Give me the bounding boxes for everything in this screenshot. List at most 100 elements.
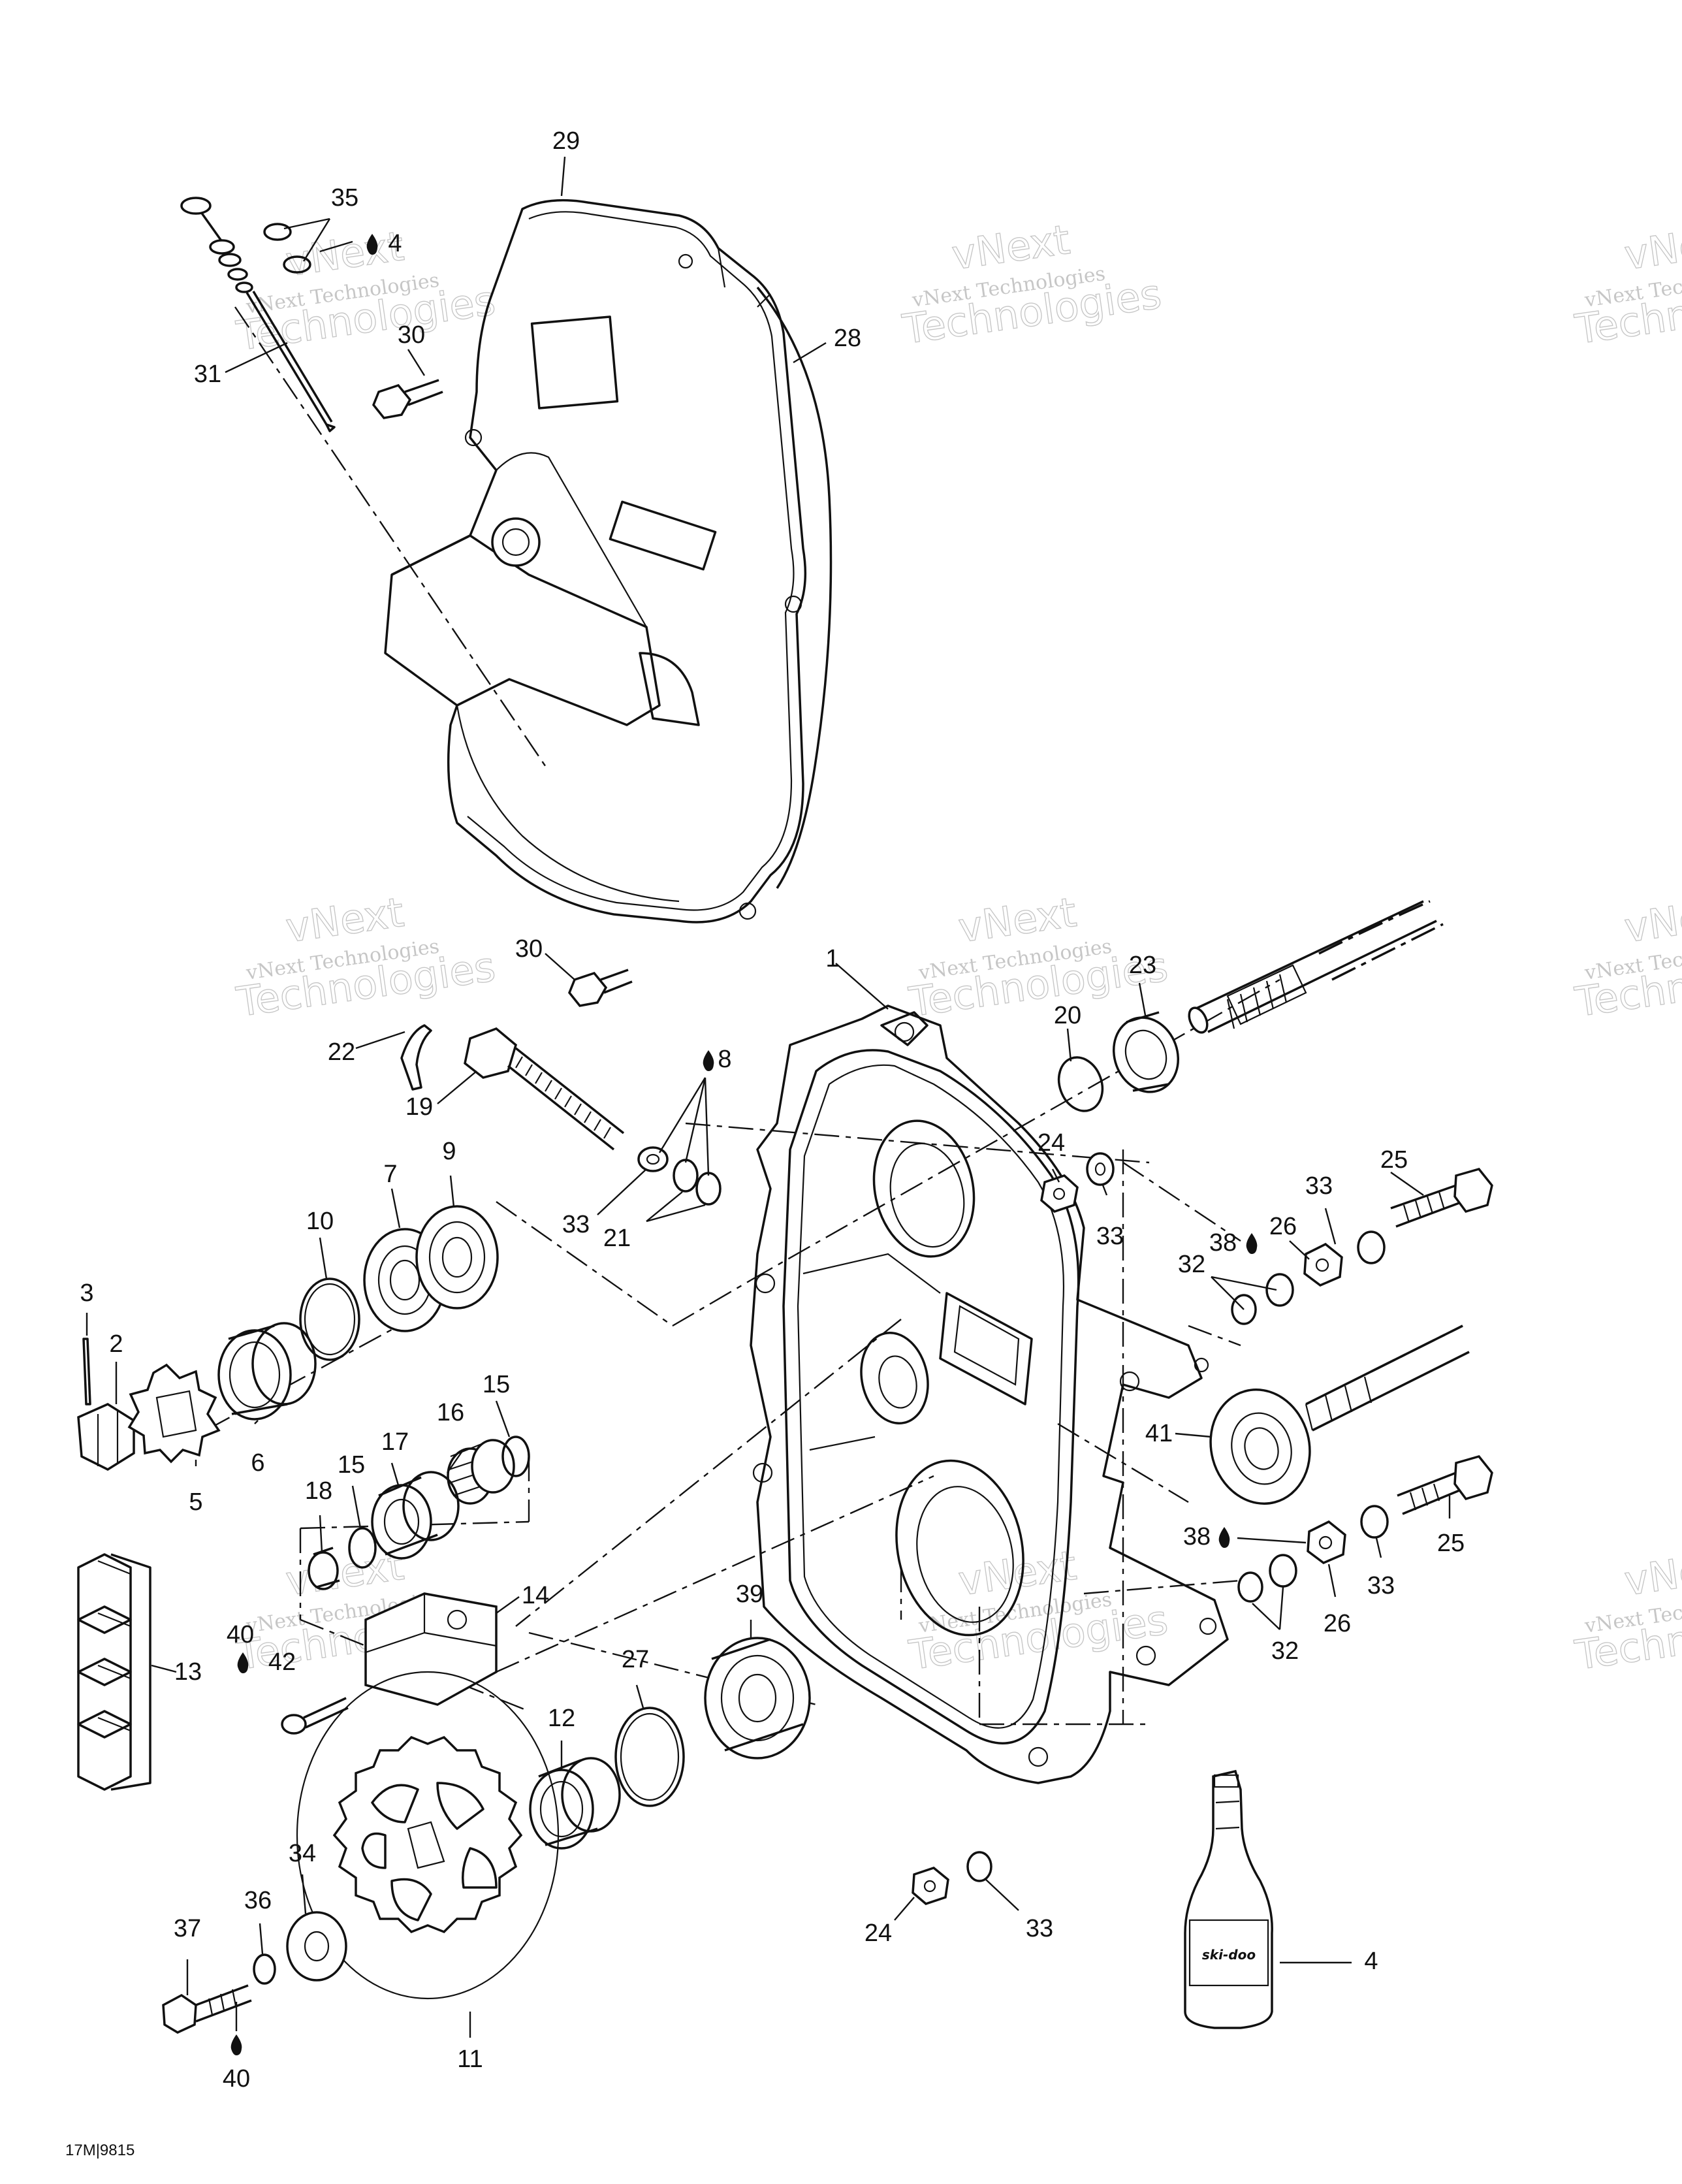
needle-bearing-16 bbox=[447, 1439, 515, 1505]
callout-2: 2 bbox=[109, 1330, 123, 1358]
oil-drop-icon bbox=[230, 2034, 242, 2055]
watermark: vNext vNext Technologies Technologies bbox=[233, 888, 499, 1027]
callout-40: 40 bbox=[223, 2065, 250, 2093]
callout-26: 26 bbox=[1324, 1610, 1351, 1637]
watermark-group: vNext vNext Technologies Technologies vN… bbox=[233, 215, 1682, 1680]
castle-nut-2 bbox=[77, 1403, 135, 1471]
callout-4: 4 bbox=[1364, 1948, 1378, 1975]
callout-34: 34 bbox=[289, 1840, 316, 1867]
callout-14: 14 bbox=[522, 1582, 549, 1609]
washer-32-d bbox=[1237, 1571, 1263, 1603]
callout-33: 33 bbox=[562, 1211, 590, 1238]
callout-9: 9 bbox=[442, 1138, 456, 1165]
chain-13 bbox=[77, 1553, 151, 1791]
callout-30: 30 bbox=[398, 321, 425, 349]
callout-33: 33 bbox=[1367, 1572, 1395, 1599]
washer-36 bbox=[253, 1953, 276, 1985]
tensioner-bolt-19 bbox=[464, 1027, 625, 1151]
callout-27: 27 bbox=[622, 1646, 649, 1673]
callout-35: 35 bbox=[331, 184, 358, 212]
nut-24-a bbox=[1040, 1174, 1079, 1213]
callout-33: 33 bbox=[1305, 1172, 1333, 1200]
callout-24: 24 bbox=[865, 1919, 892, 1947]
callout-3: 3 bbox=[80, 1279, 93, 1307]
dipstick bbox=[180, 197, 336, 432]
nut-26-a bbox=[1303, 1242, 1343, 1287]
callout-28: 28 bbox=[834, 325, 861, 352]
bolt-30-upper bbox=[372, 379, 443, 419]
callout-15: 15 bbox=[338, 1451, 365, 1479]
callout-29: 29 bbox=[552, 127, 580, 155]
callout-labels: 29 35 4 31 30 28 30 22 19 8 1 23 20 24 3… bbox=[80, 127, 1465, 2093]
washer-33-e bbox=[966, 1851, 992, 1882]
oil-drop-icon bbox=[1218, 1527, 1230, 1548]
washer-33-a bbox=[637, 1146, 669, 1172]
watermark: vNext vNext Technologies Technologies bbox=[1572, 215, 1682, 354]
oil-drop-markers bbox=[230, 234, 1258, 2055]
callout-25: 25 bbox=[1437, 1530, 1465, 1557]
callout-39: 39 bbox=[736, 1581, 763, 1608]
callout-16: 16 bbox=[437, 1399, 464, 1426]
nut-26-b bbox=[1307, 1520, 1346, 1565]
callout-7: 7 bbox=[383, 1161, 397, 1188]
bolt-25-b bbox=[1397, 1454, 1493, 1515]
callout-36: 36 bbox=[244, 1887, 272, 1914]
washer-33-c bbox=[1357, 1230, 1386, 1264]
washer-32-c bbox=[1269, 1554, 1297, 1588]
svg-text:vNext: vNext bbox=[1621, 1541, 1682, 1605]
lower-shaft bbox=[1305, 1325, 1470, 1432]
oil-drop-icon bbox=[366, 234, 378, 255]
callout-12: 12 bbox=[548, 1705, 575, 1732]
callout-8: 8 bbox=[718, 1046, 731, 1073]
circlip-10 bbox=[299, 1277, 360, 1361]
oil-bottle: ski-doo bbox=[1184, 1769, 1273, 2029]
assembly-axes bbox=[169, 306, 1280, 1973]
washer-32-a bbox=[1265, 1273, 1294, 1307]
bushing-18 bbox=[308, 1547, 340, 1590]
callout-17: 17 bbox=[381, 1428, 409, 1456]
ring-15-b bbox=[348, 1527, 377, 1569]
callout-23: 23 bbox=[1129, 952, 1156, 979]
callout-30: 30 bbox=[515, 935, 543, 963]
pin-3 bbox=[82, 1338, 91, 1405]
drawing-code: 17M|9815 bbox=[65, 2142, 135, 2159]
callout-11: 11 bbox=[457, 2046, 483, 2073]
svg-text:vNext: vNext bbox=[1621, 216, 1682, 279]
callout-32: 32 bbox=[1271, 1637, 1299, 1665]
callout-6: 6 bbox=[251, 1449, 264, 1477]
oil-drop-icon bbox=[1246, 1233, 1258, 1254]
callout-42: 42 bbox=[268, 1648, 296, 1676]
oil-drop-icon bbox=[703, 1050, 714, 1071]
callout-38: 38 bbox=[1209, 1229, 1237, 1257]
oil-drop-icon bbox=[237, 1652, 249, 1673]
callout-24: 24 bbox=[1038, 1129, 1065, 1157]
callout-19: 19 bbox=[405, 1093, 433, 1121]
bolt-25-a bbox=[1390, 1167, 1493, 1228]
sprocket-11 bbox=[296, 1671, 560, 2000]
callout-40: 40 bbox=[227, 1621, 254, 1648]
bearing-39 bbox=[704, 1637, 811, 1759]
o-ring-20 bbox=[1057, 1056, 1104, 1112]
washer-33-b bbox=[1086, 1152, 1115, 1186]
tensioner-block-14 bbox=[364, 1592, 498, 1706]
callout-31: 31 bbox=[194, 361, 221, 388]
bottle-label: ski-doo bbox=[1202, 1947, 1256, 1963]
callout-38: 38 bbox=[1183, 1523, 1211, 1550]
callout-1: 1 bbox=[825, 945, 839, 972]
svg-text:vNext: vNext bbox=[1621, 888, 1682, 952]
callout-21: 21 bbox=[603, 1225, 631, 1252]
watermark: vNext vNext Technologies Technologies bbox=[1572, 888, 1682, 1027]
callout-20: 20 bbox=[1054, 1002, 1081, 1029]
callout-33: 33 bbox=[1096, 1223, 1124, 1250]
callout-26: 26 bbox=[1269, 1213, 1297, 1240]
roller-17 bbox=[371, 1471, 460, 1560]
bearing-race-6 bbox=[217, 1322, 317, 1421]
callout-32: 32 bbox=[1178, 1251, 1205, 1278]
callout-33: 33 bbox=[1026, 1915, 1053, 1942]
callout-22: 22 bbox=[328, 1038, 355, 1066]
bolt-30-lower bbox=[567, 969, 633, 1007]
chaincase-cover bbox=[384, 199, 833, 923]
callout-13: 13 bbox=[174, 1658, 202, 1686]
callout-25: 25 bbox=[1380, 1146, 1408, 1174]
